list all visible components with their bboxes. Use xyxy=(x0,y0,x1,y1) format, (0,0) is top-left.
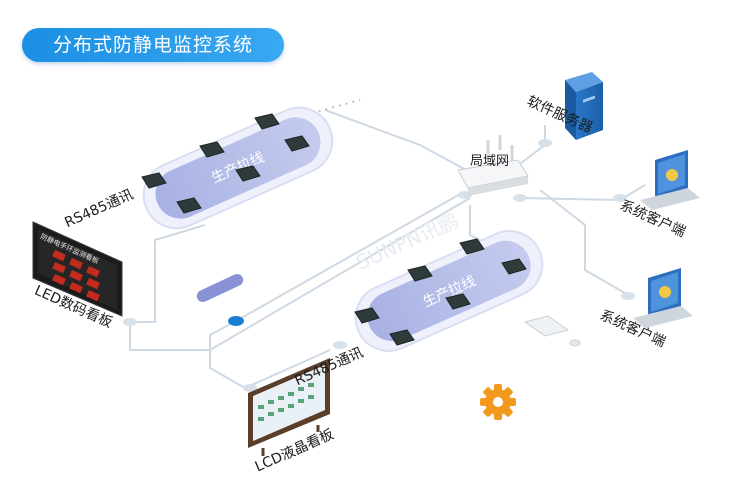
dotted-extension xyxy=(304,99,361,116)
line-2-device-1 xyxy=(459,238,485,255)
line-1-device-1 xyxy=(254,113,280,130)
node-belt2 xyxy=(333,341,347,349)
node-led xyxy=(123,318,137,326)
node-client2 xyxy=(621,292,635,300)
connector-router-hub xyxy=(235,192,463,322)
router-label: 局域网 xyxy=(470,154,510,169)
connector-led-line1 xyxy=(128,224,206,323)
lcd-board xyxy=(248,358,330,456)
node-lcd xyxy=(243,384,257,392)
page-title: 分布式防静电监控系统 xyxy=(22,28,284,62)
node-client1 xyxy=(613,194,627,202)
production-line-upper: 生产拉线 xyxy=(141,106,334,230)
node-server xyxy=(538,139,552,147)
server xyxy=(565,72,603,140)
router xyxy=(457,135,529,196)
connector-router-client2 xyxy=(539,189,631,297)
client-laptop-1 xyxy=(640,150,700,210)
production-line-lower: 生产拉线 xyxy=(354,230,544,352)
decorative-bar xyxy=(196,273,244,303)
client-laptop-2 xyxy=(633,268,693,328)
connector-hub-lcd xyxy=(209,320,331,390)
connector-led-router xyxy=(129,197,471,351)
hub-node xyxy=(228,316,244,326)
node-router-right xyxy=(513,194,527,202)
connector-router-belt1 xyxy=(324,109,471,173)
gear-icon xyxy=(480,384,516,420)
connector-nodes xyxy=(123,139,635,392)
keyboard xyxy=(523,315,581,347)
